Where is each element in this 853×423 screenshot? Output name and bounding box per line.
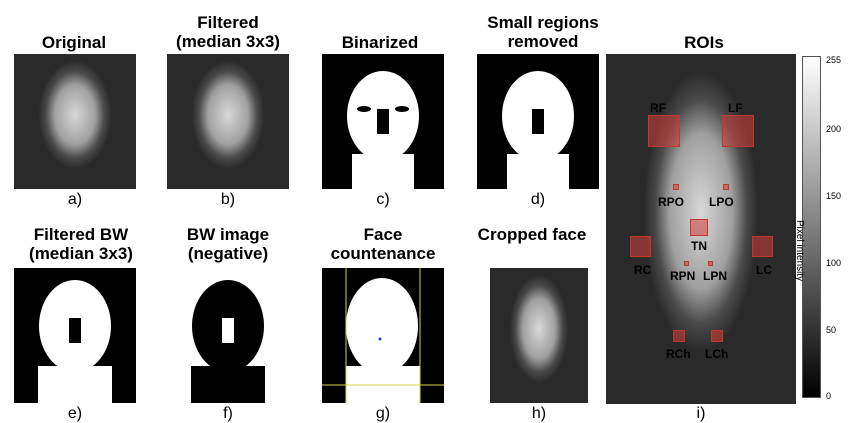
panel-h-title-text: Cropped face	[478, 225, 587, 244]
roi-lpo-box	[723, 184, 729, 190]
panel-i-caption: i)	[681, 405, 721, 423]
panel-c-caption: c)	[363, 191, 403, 209]
panel-c-title: Binarized	[320, 33, 440, 52]
panel-a-title: Original	[14, 33, 134, 52]
roi-tn-box	[690, 219, 708, 236]
roi-rpn-box	[684, 261, 689, 266]
panel-e-caption: e)	[55, 405, 95, 423]
panel-i-title: ROIs	[644, 33, 764, 52]
panel-f-title-text: BW image (negative)	[187, 225, 269, 263]
roi-rpo-label: RPO	[658, 196, 684, 208]
roi-lpn-box	[708, 261, 713, 266]
roi-tn-label: TN	[691, 240, 707, 252]
panel-b-title: Filtered (median 3x3)	[163, 13, 293, 51]
colorbar-tick-150: 150	[826, 191, 841, 201]
panel-e-title: Filtered BW (median 3x3)	[6, 225, 156, 263]
colorbar-tick-255: 255	[826, 55, 841, 65]
bw-negative-image	[167, 268, 289, 403]
panel-a-caption: a)	[55, 191, 95, 209]
filtered-bw-image	[14, 268, 136, 403]
colorbar-tick-0: 0	[826, 391, 831, 401]
roi-lch-label: LCh	[705, 348, 728, 360]
panel-f-title: BW image (negative)	[163, 225, 293, 263]
panel-g-title-text: Face countenance	[331, 225, 436, 263]
panel-h-caption: h)	[519, 405, 559, 423]
roi-rpn-label: RPN	[670, 270, 695, 282]
small-regions-removed-image	[477, 54, 599, 189]
panel-h-title: Cropped face	[477, 225, 587, 244]
colorbar-tick-200: 200	[826, 124, 841, 134]
roi-lf-box	[722, 115, 754, 147]
roi-lch-box	[711, 330, 723, 342]
roi-lpo-label: LPO	[709, 196, 734, 208]
panel-e-title-text: Filtered BW (median 3x3)	[29, 225, 133, 263]
roi-lc-box	[752, 236, 773, 257]
panel-g-caption: g)	[363, 405, 403, 423]
colorbar-label: Pixel intensity	[794, 220, 805, 300]
roi-rpo-box	[673, 184, 679, 190]
panel-b-caption: b)	[208, 191, 248, 209]
colorbar-tick-100: 100	[826, 258, 841, 268]
binarized-image	[322, 54, 444, 189]
roi-lf-label: LF	[728, 102, 743, 114]
roi-rc-box	[630, 236, 651, 257]
cropped-face-image	[490, 268, 588, 403]
original-image	[14, 54, 136, 189]
face-countenance-image	[322, 268, 444, 403]
panel-f-caption: f)	[208, 405, 248, 423]
colorbar-tick-50: 50	[826, 325, 836, 335]
roi-rch-box	[673, 330, 685, 342]
panel-d-title-text: Small regions removed	[487, 13, 598, 51]
panel-d-title: Small regions removed	[473, 13, 613, 51]
panel-d-caption: d)	[518, 191, 558, 209]
filtered-image	[167, 54, 289, 189]
panel-g-title: Face countenance	[313, 225, 453, 263]
roi-rch-label: RCh	[666, 348, 691, 360]
roi-rc-label: RC	[634, 264, 651, 276]
roi-lc-label: LC	[756, 264, 772, 276]
panel-b-title-text: Filtered (median 3x3)	[176, 13, 280, 51]
roi-rf-label: RF	[650, 102, 666, 114]
roi-rf-box	[648, 115, 680, 147]
roi-lpn-label: LPN	[703, 270, 727, 282]
